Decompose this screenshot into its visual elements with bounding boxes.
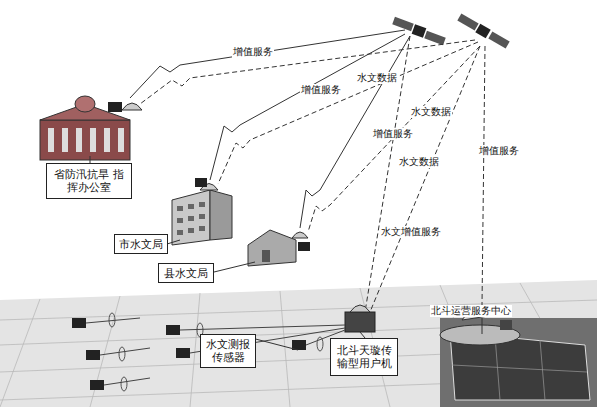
solar-grid bbox=[452, 336, 587, 400]
line-label: 增值服务 bbox=[232, 46, 274, 58]
signal-lines bbox=[130, 30, 485, 312]
line-label: 增值服务 bbox=[478, 145, 520, 157]
photo-frame bbox=[440, 318, 597, 407]
line-label: 水文数据 bbox=[410, 106, 452, 118]
satellite-right bbox=[457, 14, 509, 49]
box-text: 北斗天璇传 输型用户机 bbox=[333, 344, 395, 370]
ground bbox=[0, 280, 597, 407]
line-label: 北斗运营服务中心 bbox=[430, 305, 512, 317]
user-terminal bbox=[345, 305, 375, 332]
ground-grid bbox=[0, 283, 597, 407]
box-text: 水文测报 传感器 bbox=[203, 338, 253, 364]
line-label: 增值服务 bbox=[300, 84, 342, 96]
label-box: 县水文局 bbox=[158, 263, 214, 283]
box-text: 省防汛抗旱 指挥办公室 bbox=[49, 168, 129, 194]
line-label: 水文数据 bbox=[356, 72, 398, 84]
box-text: 县水文局 bbox=[164, 267, 208, 280]
county-building bbox=[248, 230, 310, 266]
label-box: 省防汛抗旱 指挥办公室 bbox=[46, 163, 132, 199]
city-building bbox=[172, 178, 232, 245]
line-label: 水文数据 bbox=[398, 156, 440, 168]
line-label: 水文增值服务 bbox=[380, 226, 442, 238]
label-box: 水文测报 传感器 bbox=[200, 334, 256, 368]
label-box: 市水文局 bbox=[114, 234, 168, 254]
province-building bbox=[40, 96, 142, 160]
line-label: 增值服务 bbox=[372, 128, 414, 140]
label-box: 北斗天璇传 输型用户机 bbox=[330, 338, 398, 376]
box-text: 市水文局 bbox=[119, 238, 163, 251]
sensors bbox=[72, 313, 345, 391]
